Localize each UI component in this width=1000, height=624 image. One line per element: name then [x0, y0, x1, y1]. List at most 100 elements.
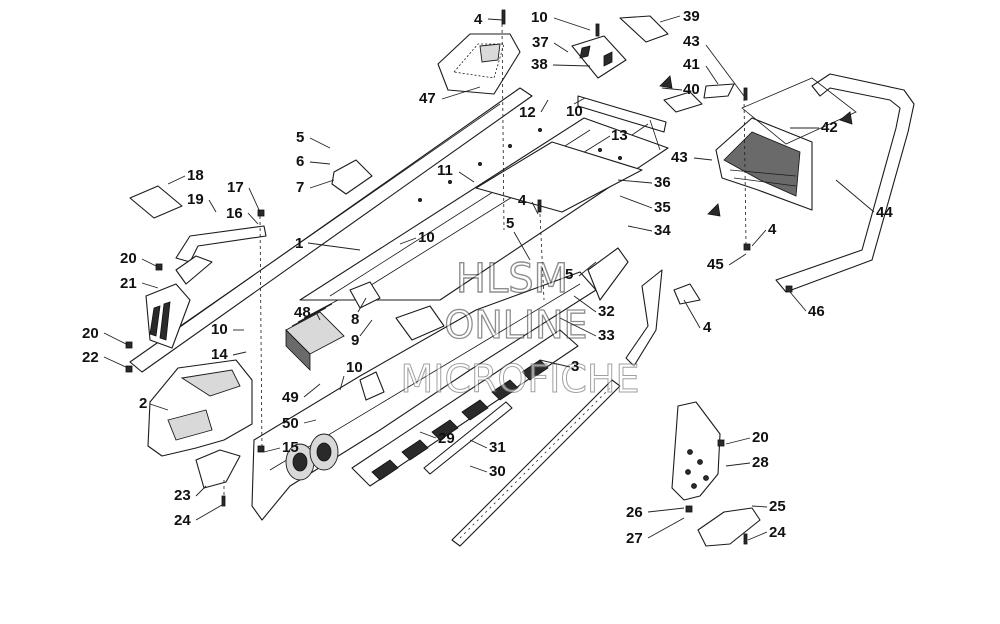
hi-fax-strip-part	[451, 379, 621, 547]
callout-number-c11[interactable]: 11	[437, 162, 453, 179]
callout-number-c23[interactable]: 23	[174, 487, 191, 504]
callout-number-c27[interactable]: 27	[626, 530, 643, 547]
callout-number-c4c[interactable]: 4	[768, 221, 777, 238]
callout-number-c9[interactable]: 9	[351, 332, 359, 349]
callout-leader-c35	[619, 195, 653, 209]
callout-number-c10e[interactable]: 10	[346, 359, 363, 376]
callout-number-c5b[interactable]: 5	[506, 215, 514, 232]
callout-number-c24a[interactable]: 24	[174, 512, 191, 529]
callout-number-c8[interactable]: 8	[351, 311, 359, 328]
callout-leader-c4b	[531, 201, 539, 215]
callout-number-c16[interactable]: 16	[226, 205, 243, 222]
callout-number-c30[interactable]: 30	[489, 463, 506, 480]
callout-number-c4a[interactable]: 4	[474, 11, 483, 28]
callout-number-c6[interactable]: 6	[296, 153, 304, 170]
callout-number-c40[interactable]: 40	[683, 81, 700, 98]
callout-number-c10a[interactable]: 10	[531, 9, 548, 26]
callout-number-c49[interactable]: 49	[282, 389, 299, 406]
callout-number-c46[interactable]: 46	[808, 303, 825, 320]
callout-number-c43b[interactable]: 43	[671, 149, 688, 166]
callout-number-c10d[interactable]: 10	[211, 321, 228, 338]
callout-leader-c7	[309, 179, 335, 189]
watermark: HLSM ONLINE MICROFICHE	[400, 255, 640, 401]
callout-leader-c2	[149, 403, 169, 411]
callout-number-c2[interactable]: 2	[139, 395, 147, 412]
callout-number-c19[interactable]: 19	[187, 191, 204, 208]
callout-number-c38[interactable]: 38	[531, 56, 548, 73]
callout-leader-c10e	[339, 375, 345, 391]
callout-number-c28[interactable]: 28	[752, 454, 769, 471]
callout-number-c3[interactable]: 3	[571, 358, 579, 375]
callout-number-c36[interactable]: 36	[654, 174, 671, 191]
callout-leader-c36	[617, 179, 653, 184]
callout-number-c21[interactable]: 21	[120, 275, 137, 292]
callout-leader-c5c	[578, 261, 597, 277]
callout-leader-c15	[263, 447, 281, 453]
callout-number-c35[interactable]: 35	[654, 199, 671, 216]
callout-number-c4d[interactable]: 4	[703, 319, 712, 336]
callout-number-c47[interactable]: 47	[419, 90, 436, 107]
seat-pad-part	[437, 33, 521, 95]
callout-number-c14[interactable]: 14	[211, 346, 228, 363]
callout-leader-lines	[103, 15, 875, 541]
callout-number-c20a[interactable]: 20	[120, 250, 137, 267]
callout-number-c24b[interactable]: 24	[769, 524, 786, 541]
callout-number-c32[interactable]: 32	[598, 303, 615, 320]
clip-part	[331, 159, 373, 195]
tunnel-side-part	[147, 359, 253, 457]
callout-number-c33[interactable]: 33	[598, 327, 615, 344]
callout-number-c17[interactable]: 17	[227, 179, 244, 196]
callout-number-c26[interactable]: 26	[626, 504, 643, 521]
callout-leader-c48	[315, 311, 321, 321]
callout-number-c20b[interactable]: 20	[82, 325, 99, 342]
mount-bracket-part	[571, 35, 627, 79]
watermark-line-3: MICROFICHE	[400, 357, 639, 401]
callout-number-c20c[interactable]: 20	[752, 429, 769, 446]
callout-number-c5c[interactable]: 5	[565, 266, 573, 283]
callout-number-c42[interactable]: 42	[821, 119, 838, 136]
callout-number-c4b[interactable]: 4	[518, 192, 527, 209]
callout-number-c7[interactable]: 7	[296, 179, 304, 196]
callout-number-c13[interactable]: 13	[611, 127, 628, 144]
callout-leader-c4c	[751, 229, 767, 247]
tunnel-top-part	[299, 117, 669, 301]
callout-number-c10b[interactable]: 10	[566, 103, 583, 120]
callout-number-c43a[interactable]: 43	[683, 33, 700, 50]
callout-number-c45[interactable]: 45	[707, 256, 724, 273]
callout-number-c34[interactable]: 34	[654, 222, 671, 239]
callout-number-c29[interactable]: 29	[438, 430, 455, 447]
callout-number-c39[interactable]: 39	[683, 8, 700, 25]
callout-number-c50[interactable]: 50	[282, 415, 299, 432]
callout-leader-c43b	[693, 157, 713, 161]
callout-leader-c18	[167, 175, 186, 185]
callout-leader-c4d	[683, 299, 701, 329]
callout-number-c10c[interactable]: 10	[418, 229, 435, 246]
snowflap-bracket-part	[671, 401, 721, 501]
callout-number-c25[interactable]: 25	[769, 498, 786, 515]
callout-number-c37[interactable]: 37	[532, 34, 549, 51]
callout-leader-c14	[232, 351, 247, 356]
callout-leader-c37	[553, 42, 569, 53]
callout-number-c22[interactable]: 22	[82, 349, 99, 366]
callout-number-c15[interactable]: 15	[282, 439, 299, 456]
callout-leader-c38	[552, 64, 591, 67]
callout-leader-c3	[539, 359, 571, 368]
callout-number-c18[interactable]: 18	[187, 167, 204, 184]
callout-number-c12[interactable]: 12	[519, 104, 536, 121]
tab-part	[619, 15, 669, 43]
callout-number-c5a[interactable]: 5	[296, 129, 304, 146]
callout-leader-c34	[627, 225, 653, 232]
vent-bracket-part	[145, 283, 191, 349]
taillight-assembly-part	[715, 117, 813, 211]
watermark-line-1: HLSM	[456, 256, 568, 302]
callout-number-c1[interactable]: 1	[295, 235, 303, 252]
callout-leader-c8	[357, 297, 367, 313]
callout-number-c48[interactable]: 48	[294, 304, 311, 321]
callout-leader-c5b	[513, 231, 531, 261]
callout-number-c44[interactable]: 44	[876, 204, 893, 221]
callout-leader-c33	[559, 317, 597, 337]
callout-number-c31[interactable]: 31	[489, 439, 506, 456]
callout-number-c41[interactable]: 41	[683, 56, 700, 73]
